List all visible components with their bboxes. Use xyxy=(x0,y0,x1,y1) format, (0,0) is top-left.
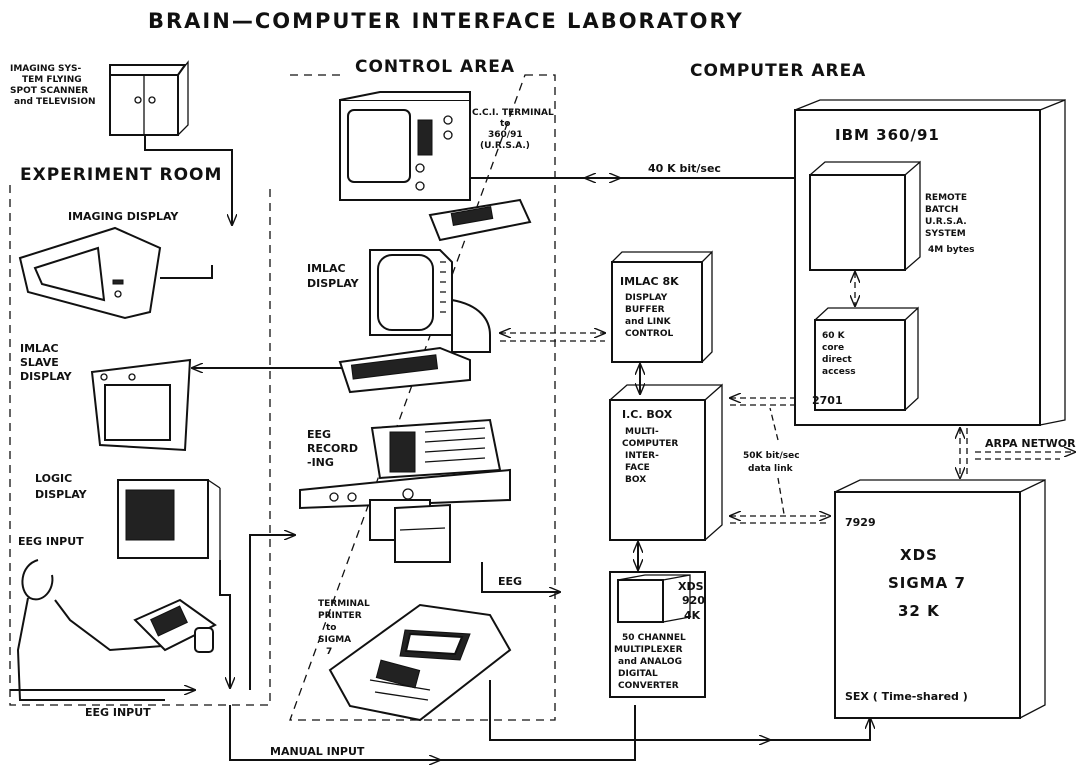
xds920-label-2: 920 xyxy=(682,594,705,607)
imlac-8k-label-1: IMLAC 8K xyxy=(620,275,679,288)
ibm-remote-batch-4: SYSTEM xyxy=(925,229,966,239)
imaging-system-label-4: and TELEVISION xyxy=(14,97,96,107)
ic-box-label-5: FACE xyxy=(625,463,650,473)
eeg-to-converter-line xyxy=(481,562,560,592)
terminal-printer-label-5: 7 xyxy=(326,647,332,657)
imaging-system-label-2: TEM FLYING xyxy=(22,75,82,85)
channel-box-label-2: MULTIPLEXER xyxy=(614,645,683,655)
cci-terminal-label-4: (U.R.S.A.) xyxy=(480,141,530,151)
ibm-360-cabinet xyxy=(794,99,1066,426)
imlac-slave-label-3: DISPLAY xyxy=(20,370,73,383)
terminal-printer-label-4: SIGMA xyxy=(318,635,351,645)
xds920-label-3: 4K xyxy=(684,609,701,622)
diagram-title: BRAIN—COMPUTER INTERFACE LABORATORY xyxy=(148,9,744,33)
imaging-system-cabinet xyxy=(109,60,189,136)
eeg-input-label-top: EEG INPUT xyxy=(18,535,84,548)
ibm-remote-batch-2: BATCH xyxy=(925,205,958,215)
imlac-8k-label-5: CONTROL xyxy=(625,329,674,339)
control-area-title: CONTROL AREA xyxy=(355,57,515,77)
link-40k-label: 40 K bit/sec xyxy=(648,162,721,175)
eeg-recorder-icon xyxy=(299,418,511,563)
ibm-core-label-3: direct xyxy=(822,355,852,365)
logic-display-label-2: DISPLAY xyxy=(35,488,88,501)
ic-box-label-4: INTER- xyxy=(625,451,659,461)
imaging-display-icon xyxy=(18,226,162,320)
link-50k-pointer-1 xyxy=(769,407,779,441)
terminal-printer-label-3: to xyxy=(326,623,337,633)
eeg-recording-label-1: EEG xyxy=(307,428,331,441)
sigma-line-1: XDS xyxy=(900,546,938,564)
imlac-8k-box xyxy=(611,250,713,363)
imlac-8k-label-2: DISPLAY xyxy=(625,293,668,303)
channel-box-label-3: and ANALOG xyxy=(618,657,682,667)
imlac-8k-label-4: and LINK xyxy=(625,317,672,327)
imlac-slave-label-1: IMLAC xyxy=(20,342,59,355)
cci-terminal-icon xyxy=(339,91,532,242)
computer-area-title: COMPUTER AREA xyxy=(690,61,866,81)
link-50k-label-1: 50K bit/sec xyxy=(743,451,800,461)
converter-box xyxy=(609,571,706,698)
manual-input-label: MANUAL INPUT xyxy=(270,745,365,758)
sigma-line-3: 32 K xyxy=(898,602,940,620)
sigma-port-label: 7929 xyxy=(845,516,876,529)
ibm-core-label-2: core xyxy=(822,343,844,353)
imlac-slave-display-icon xyxy=(90,358,192,452)
imlac-slave-label-2: SLAVE xyxy=(20,356,59,369)
eeg-recording-label-2: RECORD xyxy=(307,442,358,455)
terminal-printer-label-2: PRINTER xyxy=(318,611,362,621)
xds920-label-1: XDS xyxy=(678,580,704,593)
sigma-line-2: SIGMA 7 xyxy=(888,574,966,592)
eeg-input-label-bottom: EEG INPUT xyxy=(85,706,151,719)
eeg-line-label: EEG xyxy=(498,575,522,588)
link-50k-label-2: data link xyxy=(748,464,794,474)
imaging-system-label-3: SPOT SCANNER xyxy=(10,86,88,96)
ibm-remote-batch-5: 4M bytes xyxy=(928,245,974,255)
logic-display-icon xyxy=(117,479,221,560)
link-50k-pointer-2 xyxy=(777,477,785,515)
ic-box-label-6: BOX xyxy=(625,475,646,485)
cci-terminal-label-2: to xyxy=(500,119,511,129)
ibm-title: IBM 360/91 xyxy=(835,126,940,144)
sigma-footer-label: SEX ( Time-shared ) xyxy=(845,690,968,703)
eeg-input-to-recorder-line xyxy=(249,535,295,690)
experiment-room-boundary xyxy=(9,185,271,706)
imaging-return-line xyxy=(160,265,213,279)
subject-at-keyboard-icon xyxy=(16,559,217,701)
ibm-port-label: 2701 xyxy=(812,394,843,407)
terminal-printer-label-1: TERMINAL xyxy=(318,599,370,609)
logic-display-label-1: LOGIC xyxy=(35,472,72,485)
ibm-core-label-4: access xyxy=(822,367,856,377)
ibm-remote-batch-1: REMOTE xyxy=(925,193,967,203)
imlac-display-icon xyxy=(338,249,491,394)
channel-box-label-1: 50 CHANNEL xyxy=(622,633,686,643)
imlac-8k-label-3: BUFFER xyxy=(625,305,665,315)
ic-box-label-2: MULTI- xyxy=(625,427,659,437)
logic-display-feed-line xyxy=(219,560,230,688)
imaging-feed-line xyxy=(144,135,232,225)
ibm-core-label-1: 60 K xyxy=(822,331,846,341)
cci-terminal-label-1: C.C.I. TERMINAL xyxy=(472,108,554,118)
imaging-display-label: IMAGING DISPLAY xyxy=(68,210,179,223)
arpa-network-label: ARPA NETWOR xyxy=(985,437,1076,450)
experiment-room-title: EXPERIMENT ROOM xyxy=(20,165,222,185)
sigma-7-cabinet xyxy=(834,478,1046,719)
terminal-printer-icon xyxy=(328,603,512,722)
imlac-display-label-1: IMLAC xyxy=(307,262,346,275)
ic-box-label-3: COMPUTER xyxy=(622,439,678,449)
ic-box-label-1: I.C. BOX xyxy=(622,408,673,421)
printer-to-sigma-line xyxy=(489,680,870,741)
cci-terminal-label-3: 360/91 xyxy=(488,130,523,140)
ic-box xyxy=(609,383,723,541)
imlac-display-label-2: DISPLAY xyxy=(307,277,360,290)
channel-box-label-4: DIGITAL xyxy=(618,669,658,679)
ibm-remote-batch-3: U.R.S.A. xyxy=(925,217,967,227)
imaging-system-label-1: IMAGING SYS- xyxy=(10,64,82,74)
channel-box-label-5: CONVERTER xyxy=(618,681,679,691)
eeg-recording-label-3: -ING xyxy=(307,456,334,469)
